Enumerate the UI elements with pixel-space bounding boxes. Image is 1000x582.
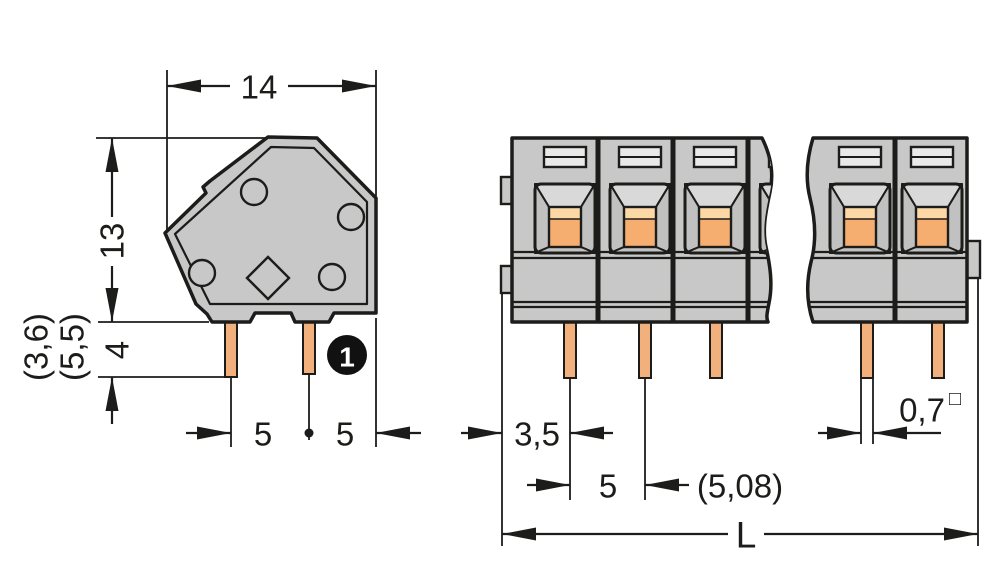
solder-pin [224, 321, 238, 378]
marker-slot [617, 145, 663, 169]
dim-pin-length-4: 4 (5,5) (3,6) [18, 313, 238, 424]
solder-pin [302, 321, 316, 375]
dim-label-pin-cross-section: 0,7 [899, 392, 945, 429]
clamp-opening [828, 182, 892, 255]
arrowhead-right-icon [827, 426, 861, 440]
arrowhead-left-icon [167, 79, 201, 93]
arrowhead-right-icon [944, 527, 978, 541]
mounting-tab [965, 239, 982, 280]
arrowhead-left-icon [570, 426, 604, 440]
arrowhead-right-icon [342, 79, 376, 93]
dim-width-14: 14 [166, 69, 377, 231]
dim-pin-cross-section-0-7: 0,7 □ [818, 388, 961, 440]
marker-slot [542, 145, 588, 169]
dim-label-pin-length: 4 [99, 341, 136, 359]
callout-circle-icon [327, 335, 367, 375]
solder-pin [638, 321, 652, 379]
clamp-opening [900, 182, 964, 255]
arrowhead-up-icon [105, 138, 119, 172]
marker-slot [692, 145, 738, 169]
front-view [499, 136, 982, 379]
housing-front-section-2-details [807, 139, 966, 321]
dim-label-spacing-right: 5 [336, 416, 354, 453]
callout-1: 1 [327, 335, 367, 375]
housing-inner-contour [173, 145, 369, 306]
housing-hole [336, 202, 366, 232]
dim-label-pin-length-alt-long: (5,5) [54, 313, 91, 381]
marker-slot [837, 145, 883, 169]
marker-slot [767, 145, 772, 169]
dim-label-edge-to-pin: 3,5 [514, 416, 560, 453]
solder-pin [860, 321, 874, 379]
dim-label-pitch-alt: (5,08) [697, 468, 783, 505]
housing-hole [317, 262, 347, 292]
arrowhead-right-icon [197, 426, 231, 440]
side-view [163, 135, 378, 378]
arrowhead-right-icon [536, 478, 570, 492]
clamp-opening [683, 182, 747, 255]
dim-label-pin-length-alt-short: (3,6) [18, 313, 55, 381]
dim-overall-length-L: L [502, 515, 978, 556]
solder-pin [563, 321, 577, 379]
dim-edge-to-pin-3-5: 3,5 [461, 416, 613, 453]
side-view-dimensions: 14 13 4 (5,5) (3,6) [18, 69, 421, 453]
dimension-dot [304, 428, 314, 438]
dim-height-13: 13 [94, 137, 268, 323]
dim-label-pin-cross-section-square-icon: □ [949, 388, 961, 410]
arrowhead-left-icon [502, 527, 536, 541]
dim-pin-spacing-5-5: 5 5 [186, 318, 421, 453]
arrowhead-down-icon [105, 288, 119, 322]
dim-label-spacing-left: 5 [254, 416, 272, 453]
solder-pin [709, 321, 723, 379]
callout-number: 1 [339, 342, 355, 373]
arrowhead-left-icon [645, 478, 679, 492]
dim-label-overall-length: L [736, 515, 757, 556]
clamp-opening [533, 182, 597, 255]
clamp-opening [608, 182, 672, 255]
housing-front-section-1-details [513, 139, 772, 321]
dim-pitch-5: 5 (5,08) [527, 468, 783, 505]
housing-diamond-hole [245, 255, 291, 301]
arrowhead-up-icon [105, 377, 119, 411]
arrowhead-left-icon [376, 426, 410, 440]
dim-label-height: 13 [94, 223, 131, 260]
front-view-dimensions: 3,5 5 (5,08) 0,7 □ L [461, 278, 979, 556]
marker-slot [909, 145, 955, 169]
housing-hole [187, 258, 217, 288]
arrowhead-left-icon [873, 426, 907, 440]
dim-label-pitch: 5 [599, 468, 617, 505]
dim-label-width: 14 [241, 69, 278, 106]
arrowhead-right-icon [468, 426, 502, 440]
housing-hole [239, 177, 269, 207]
solder-pin [931, 321, 945, 379]
